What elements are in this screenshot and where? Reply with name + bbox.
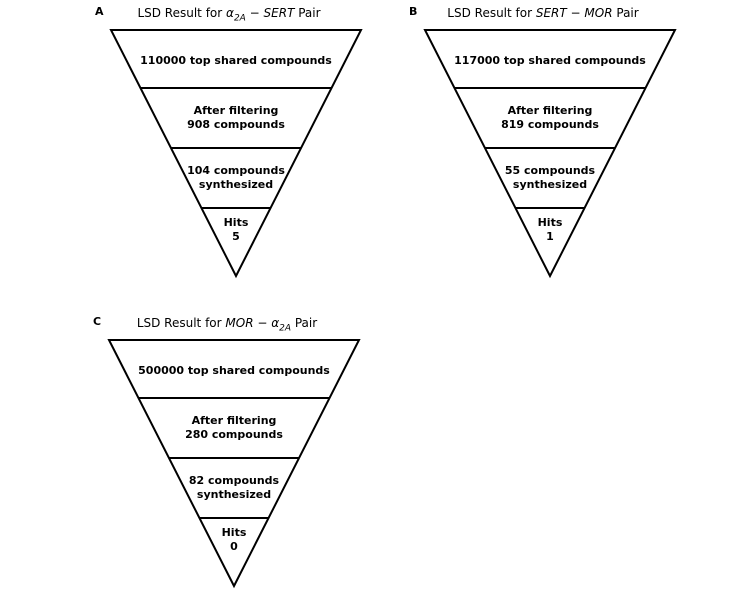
stage-4-line-1: Hits (224, 216, 249, 229)
title-prefix: LSD Result for (137, 6, 227, 20)
stage-4-line-2: 0 (230, 540, 238, 553)
title-separator: − (253, 316, 272, 330)
title-left-term: α (226, 6, 234, 20)
title-suffix: Pair (612, 6, 639, 20)
title-right-term: MOR (584, 6, 613, 20)
title-right-term: α (271, 316, 280, 330)
panel-c: C LSD Result for MOR − α2A Pair 500000 t… (82, 314, 372, 590)
title-suffix: Pair (291, 316, 318, 330)
panel-a: A LSD Result for α2A − SERT Pair 110000 … (84, 4, 374, 280)
title-separator: − (566, 6, 585, 20)
stage-2-line-1: After filtering (192, 414, 277, 427)
panel-a-label: A (95, 5, 104, 18)
stage-2-line-2: 280 compounds (185, 428, 283, 441)
stage-3-line-2: synthesized (513, 178, 587, 191)
funnel-c: 500000 top shared compounds After filter… (107, 339, 361, 589)
panel-b-label: B (409, 5, 418, 18)
panel-c-label: C (93, 315, 102, 328)
stage-4-line-2: 5 (232, 230, 240, 243)
stage-2-line-2: 908 compounds (187, 118, 285, 131)
title-prefix: LSD Result for (447, 6, 536, 20)
panel-a-title: LSD Result for α2A − SERT Pair (84, 4, 374, 23)
stage-3-line-2: synthesized (199, 178, 273, 191)
stage-1-line-1: 110000 top shared compounds (140, 54, 332, 67)
stage-3-line-1: 104 compounds (187, 164, 285, 177)
stage-2-line-1: After filtering (508, 104, 593, 117)
title-right-term: SERT (263, 6, 295, 20)
panel-c-title: LSD Result for MOR − α2A Pair (82, 314, 372, 333)
funnel-a: 110000 top shared compounds After filter… (109, 29, 363, 279)
stage-3-line-1: 55 compounds (505, 164, 596, 177)
funnel-b: 117000 top shared compounds After filter… (423, 29, 677, 279)
title-left-subscript: 2A (233, 13, 246, 24)
panel-b: B LSD Result for SERT − MOR Pair 117000 … (398, 4, 688, 280)
title-left-term: MOR (225, 316, 254, 330)
stage-3-line-1: 82 compounds (189, 474, 280, 487)
title-prefix: LSD Result for (136, 316, 226, 330)
stage-2-line-1: After filtering (194, 104, 279, 117)
funnel-outline (107, 339, 361, 589)
stage-1-line-1: 117000 top shared compounds (454, 54, 646, 67)
title-left-term: SERT (535, 6, 567, 20)
title-right-subscript: 2A (279, 323, 292, 334)
panel-a-header: A LSD Result for α2A − SERT Pair (84, 4, 374, 28)
stage-1-line-1: 500000 top shared compounds (138, 364, 330, 377)
panel-c-header: C LSD Result for MOR − α2A Pair (82, 314, 372, 338)
funnel-outline (423, 29, 677, 279)
stage-4-line-1: Hits (222, 526, 247, 539)
panel-b-header: B LSD Result for SERT − MOR Pair (398, 4, 688, 28)
stage-4-line-2: 1 (546, 230, 554, 243)
stage-4-line-1: Hits (538, 216, 563, 229)
funnel-outline (109, 29, 363, 279)
panel-b-title: LSD Result for SERT − MOR Pair (398, 4, 688, 23)
stage-3-line-2: synthesized (197, 488, 271, 501)
title-suffix: Pair (294, 6, 321, 20)
stage-2-line-2: 819 compounds (501, 118, 599, 131)
title-separator: − (245, 6, 264, 20)
